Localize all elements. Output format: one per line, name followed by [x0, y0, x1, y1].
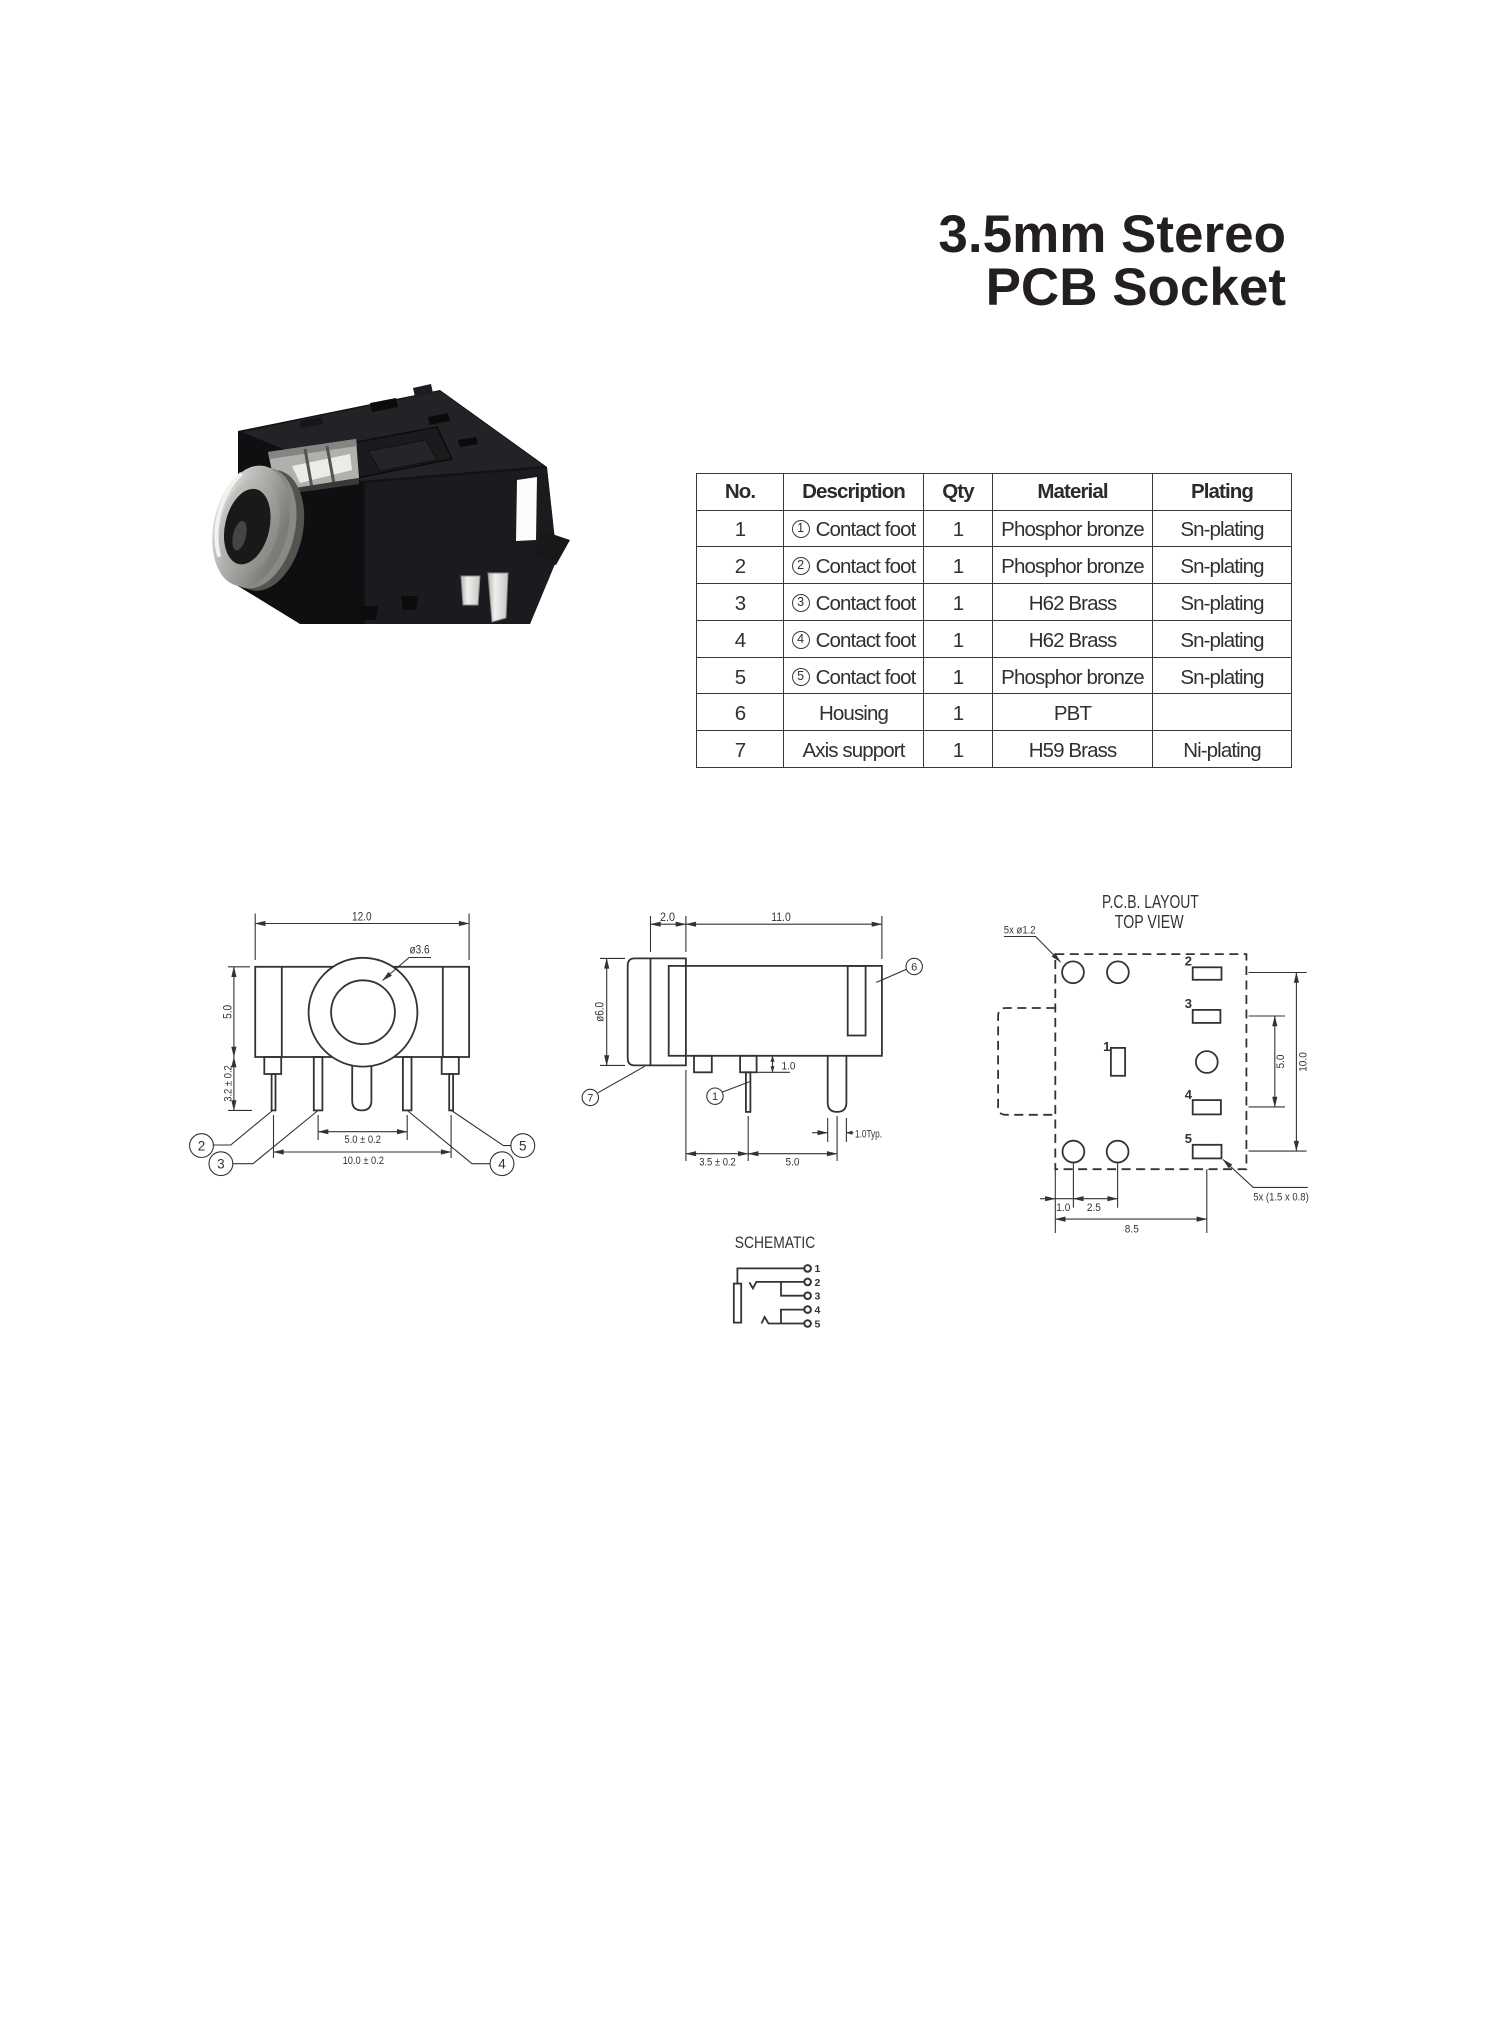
svg-text:3.2 ± 0.2: 3.2 ± 0.2: [223, 1065, 235, 1102]
svg-text:2.5: 2.5: [1087, 1202, 1101, 1214]
svg-text:ø3.6: ø3.6: [410, 945, 430, 957]
svg-text:3.5 ± 0.2: 3.5 ± 0.2: [699, 1157, 736, 1169]
svg-text:7: 7: [587, 1092, 593, 1104]
svg-text:5.0: 5.0: [223, 1005, 235, 1019]
svg-text:4: 4: [815, 1304, 821, 1316]
svg-text:10.0 ± 0.2: 10.0 ± 0.2: [343, 1155, 384, 1167]
svg-text:5.0: 5.0: [786, 1157, 800, 1169]
svg-text:1: 1: [1103, 1039, 1110, 1054]
svg-text:5: 5: [1185, 1131, 1192, 1146]
svg-text:5.0 ± 0.2: 5.0 ± 0.2: [344, 1134, 381, 1146]
svg-text:3: 3: [217, 1157, 225, 1172]
svg-text:1.0: 1.0: [782, 1061, 796, 1073]
svg-text:2: 2: [815, 1277, 821, 1289]
svg-text:5x (1.5 x 0.8): 5x (1.5 x 0.8): [1253, 1192, 1309, 1204]
svg-text:1.0: 1.0: [1056, 1202, 1070, 1214]
svg-text:8.5: 8.5: [1125, 1224, 1139, 1236]
svg-text:1.0Typ.: 1.0Typ.: [855, 1129, 882, 1141]
svg-text:3: 3: [815, 1291, 821, 1303]
svg-text:4: 4: [1185, 1087, 1193, 1102]
svg-text:12.0: 12.0: [352, 912, 372, 924]
svg-text:10.0: 10.0: [1298, 1052, 1310, 1072]
svg-text:2: 2: [198, 1138, 206, 1153]
svg-text:ø6.0: ø6.0: [595, 1002, 607, 1022]
svg-text:11.0: 11.0: [771, 912, 791, 924]
svg-text:6: 6: [911, 961, 917, 973]
svg-text:P.C.B. LAYOUT: P.C.B. LAYOUT: [1102, 891, 1199, 912]
svg-text:1: 1: [815, 1263, 821, 1275]
svg-text:5.0: 5.0: [1275, 1055, 1287, 1069]
svg-text:5: 5: [815, 1318, 821, 1330]
svg-text:2.0: 2.0: [660, 912, 675, 924]
svg-text:SCHEMATIC: SCHEMATIC: [735, 1234, 816, 1252]
svg-text:5: 5: [519, 1138, 527, 1153]
svg-text:5x ø1.2: 5x ø1.2: [1004, 924, 1036, 936]
svg-text:4: 4: [498, 1157, 506, 1172]
svg-text:1: 1: [712, 1091, 718, 1103]
svg-text:2: 2: [1185, 954, 1192, 969]
svg-text:TOP VIEW: TOP VIEW: [1115, 912, 1184, 932]
svg-text:3: 3: [1185, 996, 1192, 1011]
